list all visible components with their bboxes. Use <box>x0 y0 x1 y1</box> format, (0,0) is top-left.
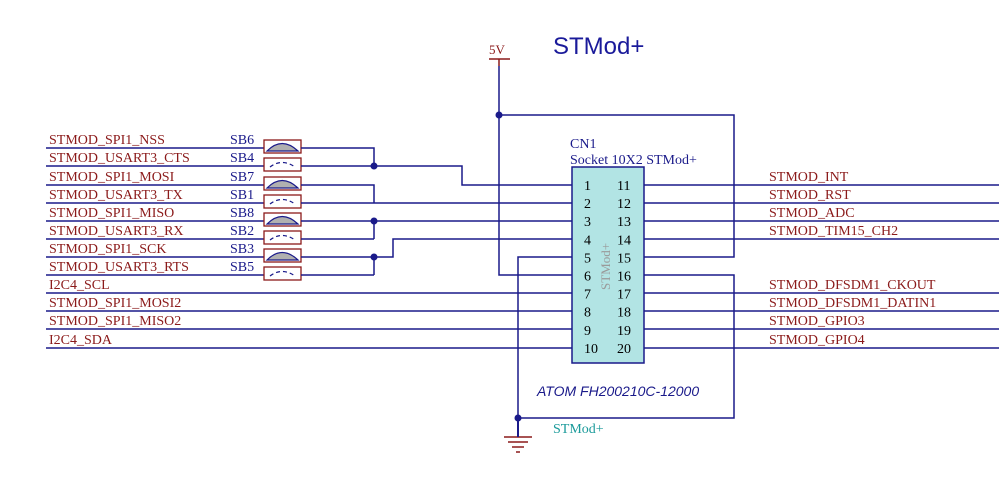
net-label-left: STMOD_SPI1_MOSI2 <box>49 296 181 311</box>
connector-body <box>571 166 645 364</box>
pin-number-right: 17 <box>617 288 631 303</box>
solder-bridge-label: SB1 <box>230 188 254 203</box>
net-label-right: STMOD_ADC <box>769 206 855 221</box>
net-label-left: STMOD_SPI1_SCK <box>49 242 166 257</box>
solder-bridge-sb2 <box>263 230 302 245</box>
solder-bridge-body <box>263 230 302 245</box>
net-label-left: STMOD_SPI1_MISO2 <box>49 314 181 329</box>
net-label-left: STMOD_USART3_CTS <box>49 151 190 166</box>
junction-dot <box>370 162 378 170</box>
pin-number-left: 7 <box>584 288 591 303</box>
connector-part-number: ATOM FH200210C-12000 <box>536 383 699 399</box>
solder-bridge-label: SB4 <box>230 151 254 166</box>
pin-number-left: 6 <box>584 270 591 285</box>
connector-value: Socket 10X2 STMod+ <box>570 153 697 168</box>
wire-sb6-sb4 <box>301 147 572 186</box>
ground-symbol: STMod+ <box>504 418 604 453</box>
solder-bridge-closed-mark <box>265 251 300 261</box>
solder-bridge-closed-mark <box>265 142 300 152</box>
pin-number-right: 16 <box>617 270 631 285</box>
net-label-right: STMOD_RST <box>769 188 851 203</box>
ground-net-label: STMod+ <box>553 422 604 437</box>
solder-bridge-body <box>263 194 302 209</box>
net-label-right: STMOD_INT <box>769 170 849 185</box>
junction-dot <box>514 414 522 422</box>
solder-bridge-label: SB5 <box>230 260 254 275</box>
pin-number-left: 3 <box>584 215 591 230</box>
solder-bridge-sb5 <box>263 266 302 281</box>
pin-number-left: 9 <box>584 324 591 339</box>
pin-number-left: 10 <box>584 342 598 357</box>
pin-number-left: 4 <box>584 233 591 248</box>
solder-bridge-body <box>263 157 302 172</box>
wire-sb8-sb2 <box>301 220 572 240</box>
pin-number-left: 2 <box>584 197 591 212</box>
solder-bridge-sb1 <box>263 194 302 209</box>
connector-cn1: CN1 Socket 10X2 STMod+ STMod+ ATOM FH200… <box>536 137 699 399</box>
wire-sb7-sb1 <box>301 184 572 204</box>
solder-bridge-open-mark <box>269 234 296 241</box>
solder-bridge-open-mark <box>269 270 296 277</box>
solder-bridge-sb8 <box>263 212 302 227</box>
pin-number-left: 5 <box>584 251 591 266</box>
net-label-right: STMOD_DFSDM1_CKOUT <box>769 278 936 293</box>
net-label-right: STMOD_GPIO3 <box>769 314 865 329</box>
left-nets: STMOD_SPI1_NSS STMOD_USART3_CTS STMOD_SPI1… <box>46 133 264 348</box>
pin-number-right: 13 <box>617 215 631 230</box>
net-label-left: STMOD_USART3_RTS <box>49 260 189 275</box>
pin-number-right: 18 <box>617 306 631 321</box>
pin-number-right: 20 <box>617 342 631 357</box>
pin-number-right: 14 <box>617 233 631 248</box>
power-label: 5V <box>489 42 506 57</box>
wire-gnd <box>517 256 735 419</box>
solder-bridge-closed-mark <box>265 215 300 225</box>
solder-bridge-open-mark <box>269 161 296 168</box>
net-label-left: STMOD_SPI1_MISO <box>49 206 174 221</box>
net-label-right: STMOD_DFSDM1_DATIN1 <box>769 296 936 311</box>
pin-number-right: 12 <box>617 197 631 212</box>
net-label-right: STMOD_TIM15_CH2 <box>769 224 898 239</box>
solder-bridge-body <box>263 266 302 281</box>
net-label-left: STMOD_USART3_TX <box>49 188 183 203</box>
solder-bridge-label: SB8 <box>230 206 254 221</box>
wire-5v-pin6 <box>498 66 572 276</box>
junction-dot <box>495 111 503 119</box>
junction-dot <box>370 217 378 225</box>
net-label-left: I2C4_SCL <box>49 278 110 293</box>
solder-bridge-sb3 <box>263 248 302 263</box>
solder-bridge-label: SB2 <box>230 224 254 239</box>
diagram-title: STMod+ <box>553 33 644 60</box>
net-label-left: I2C4_SDA <box>49 333 113 348</box>
solder-bridge-closed-mark <box>265 179 300 189</box>
solder-bridge-sb4 <box>263 157 302 172</box>
connector-body-label: STMod+ <box>598 243 613 290</box>
pin-number-right: 11 <box>617 179 630 194</box>
junction-dot <box>370 253 378 261</box>
solder-bridge-label: SB6 <box>230 133 254 148</box>
power-5v-symbol: 5V <box>489 42 510 66</box>
wire-5v-pin15 <box>499 114 735 258</box>
right-nets: STMOD_INT STMOD_RST STMOD_ADC STMOD_TIM15_C… <box>644 170 999 349</box>
pin-number-right: 15 <box>617 251 631 266</box>
net-label-right: STMOD_GPIO4 <box>769 333 865 348</box>
pin-number-right: 19 <box>617 324 631 339</box>
solder-bridge-open-mark <box>269 198 296 205</box>
wiring <box>46 66 735 422</box>
solder-bridge-label: SB3 <box>230 242 254 257</box>
net-label-left: STMOD_SPI1_NSS <box>49 133 165 148</box>
net-label-left: STMOD_SPI1_MOSI <box>49 170 175 185</box>
net-label-left: STMOD_USART3_RX <box>49 224 184 239</box>
solder-bridge-sb7 <box>263 176 302 191</box>
pin-number-left: 1 <box>584 179 591 194</box>
solder-bridge-label: SB7 <box>230 170 254 185</box>
connector-ref: CN1 <box>570 137 596 152</box>
pin-number-left: 8 <box>584 306 591 321</box>
solder-bridge-sb6 <box>263 139 302 154</box>
